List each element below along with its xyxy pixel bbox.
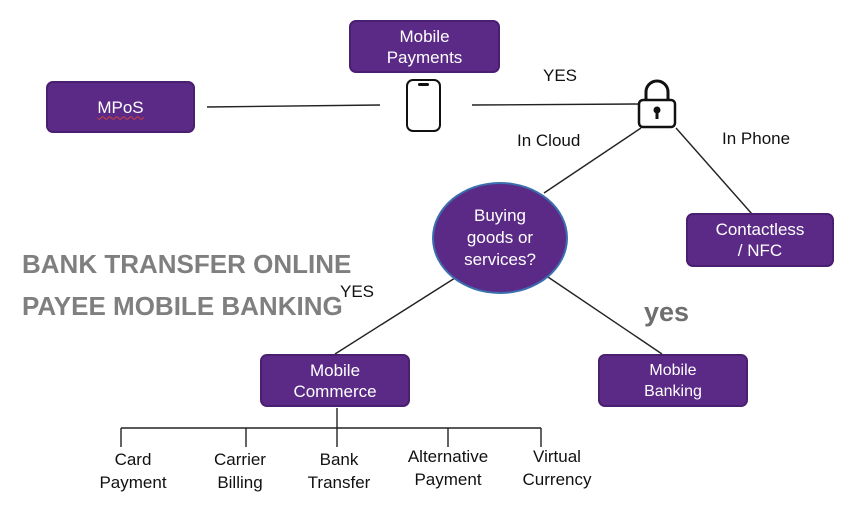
leaf-alternative-payment: Alternative Payment <box>407 447 489 489</box>
edge-label-yes-right: yes <box>644 297 690 327</box>
overlay-line-1: BANK TRANSFER ONLINE <box>22 249 352 279</box>
node-mobile-payments: Mobile Payments <box>349 20 500 73</box>
edge-label-in-phone: In Phone <box>722 129 791 148</box>
node-mpos: MPoS <box>46 81 195 133</box>
leaf-virtual-currency: Virtual Currency <box>522 447 592 489</box>
leaf-card-payment: Card Payment <box>99 450 167 492</box>
node-mobile-commerce: Mobile Commerce <box>260 354 410 407</box>
edge-label-yes-top: YES <box>543 66 578 85</box>
node-mobile-banking-label: Mobile Banking <box>644 361 702 400</box>
overlay-line-2: PAYEE MOBILE BANKING <box>22 291 343 321</box>
leaf-bank-transfer: Bank Transfer <box>307 450 371 492</box>
node-mobile-commerce-label: Mobile Commerce <box>293 360 377 401</box>
node-buying-decision: Buying goods or services? <box>432 182 568 294</box>
edge-label-in-cloud: In Cloud <box>517 131 581 150</box>
node-mpos-label: MPoS <box>97 97 144 117</box>
node-contactless-label: Contactless / NFC <box>715 220 805 260</box>
node-contactless-nfc: Contactless / NFC <box>686 213 834 267</box>
node-mobile-payments-label: Mobile Payments <box>386 26 463 67</box>
node-buying-label: Buying goods or services? <box>464 206 536 269</box>
node-mobile-banking: Mobile Banking <box>598 354 748 407</box>
smartphone-icon <box>406 79 441 132</box>
edge-label-yes-left: YES <box>340 282 375 301</box>
padlock-icon <box>637 79 677 129</box>
leaf-carrier-billing: Carrier Billing <box>214 450 266 492</box>
